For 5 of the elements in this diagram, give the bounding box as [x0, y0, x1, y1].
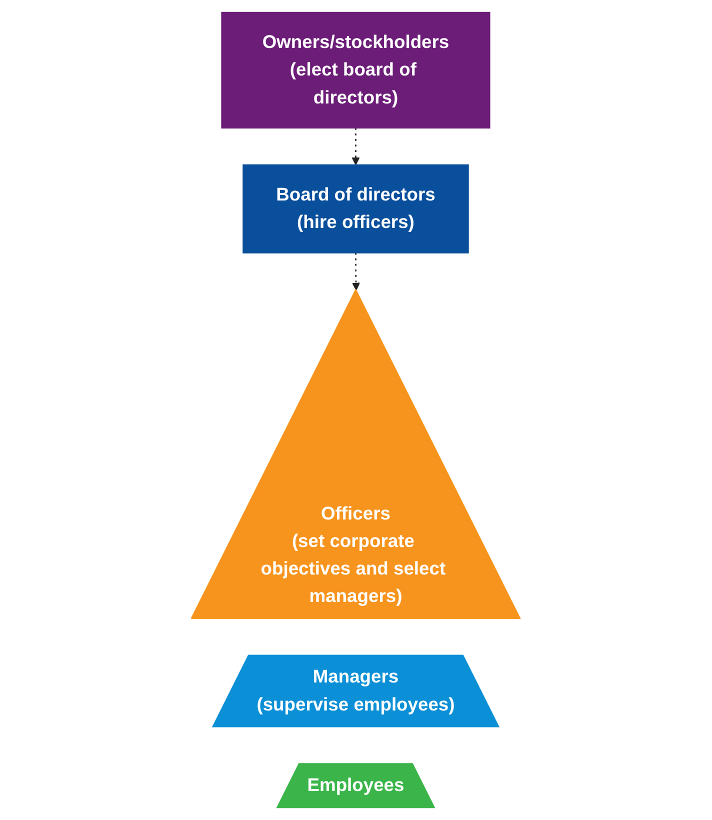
org-pyramid-diagram: Owners/stockholders (elect board of directors) Board of directors (hire officers) Officers (set corporate objectives and select managers) Managers (supervise employees) Employees — [184, 5, 528, 815]
node-box — [242, 164, 470, 254]
node-box — [221, 12, 491, 129]
arrow — [352, 252, 360, 291]
arrow — [352, 128, 360, 166]
